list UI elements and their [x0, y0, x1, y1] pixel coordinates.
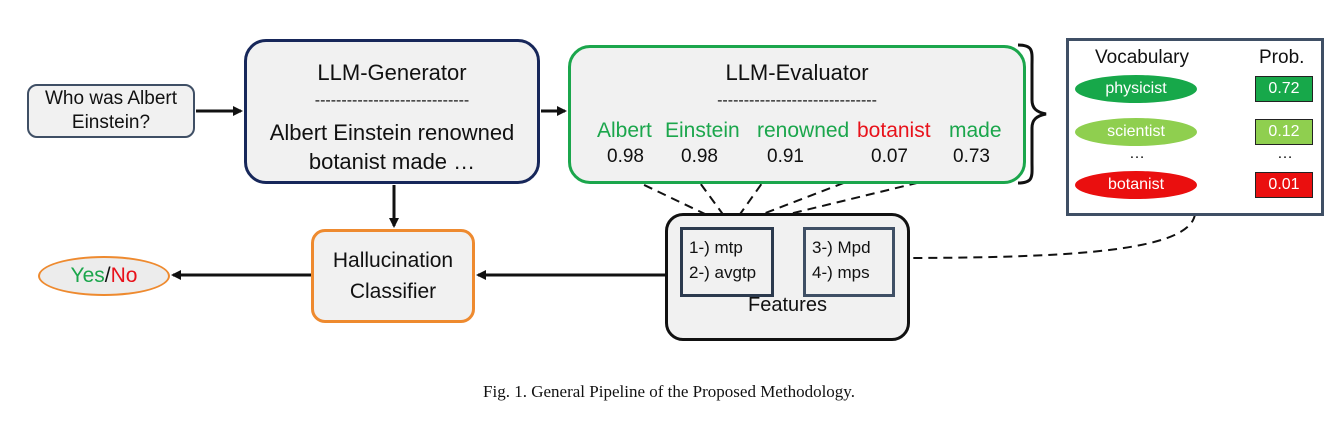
classifier-line1: Hallucination	[332, 249, 454, 272]
token-albert: Albert	[597, 119, 652, 142]
feature-group-vocab: 3-) Mpd 4-) mps	[803, 227, 895, 297]
vocab-word-physicist: physicist	[1075, 75, 1197, 103]
prob-made: 0.73	[953, 146, 990, 167]
vocab-word-botanist: botanist	[1075, 171, 1197, 199]
curly-brace	[1017, 43, 1047, 185]
feature-mpd: 3-) Mpd	[812, 238, 871, 257]
vocab-header-prob: Prob.	[1259, 47, 1305, 68]
generator-separator: -----------------------------	[314, 92, 470, 109]
vocab-header-word: Vocabulary	[1095, 47, 1190, 68]
vocab-ellipsis-word: …	[1129, 145, 1145, 162]
vocab-prob-botanist: 0.01	[1255, 172, 1313, 198]
feature-group-token-prob: 1-) mtp 2-) avgtp	[680, 227, 774, 297]
llm-evaluator-box: LLM-Evaluator --------------------------…	[568, 45, 1026, 184]
figure-caption: Fig. 1. General Pipeline of the Proposed…	[483, 382, 855, 401]
classifier-line2: Classifier	[349, 280, 437, 303]
feature-avgtp: 2-) avgtp	[689, 263, 757, 282]
question-text: Who was Albert Einstein?	[45, 88, 177, 133]
prob-botanist: 0.07	[871, 146, 908, 167]
token-einstein: Einstein	[665, 119, 740, 142]
generator-output: Albert Einstein renowned botanist made …	[269, 120, 515, 174]
answer-ellipse: Yes / No	[38, 256, 170, 296]
vocabulary-panel: Vocabulary Prob. physicist 0.72 scientis…	[1066, 38, 1324, 216]
llm-generator-box: LLM-Generator --------------------------…	[244, 39, 540, 184]
token-made: made	[949, 119, 1002, 142]
evaluator-separator: ------------------------------	[717, 92, 877, 109]
vocab-ellipsis-prob: …	[1277, 145, 1293, 162]
features-label: Features	[748, 294, 827, 316]
question-box: Who was Albert Einstein?	[27, 84, 195, 138]
evaluator-title: LLM-Evaluator	[725, 60, 869, 85]
vocab-prob-scientist: 0.12	[1255, 119, 1313, 145]
prob-renowned: 0.91	[767, 146, 804, 167]
generator-title: LLM-Generator	[317, 60, 467, 85]
features-box: 1-) mtp 2-) avgtp 3-) Mpd 4-) mps Featur…	[665, 213, 910, 341]
feature-mtp: 1-) mtp	[689, 238, 743, 257]
answer-slash: /	[104, 264, 111, 287]
prob-einstein: 0.98	[681, 146, 718, 167]
token-botanist: botanist	[857, 119, 931, 142]
vocab-prob-physicist: 0.72	[1255, 76, 1313, 102]
answer-no: No	[110, 264, 138, 287]
vocab-word-scientist: scientist	[1075, 118, 1197, 146]
prob-albert: 0.98	[607, 146, 644, 167]
hallucination-classifier-box: Hallucination Classifier	[311, 229, 475, 323]
feature-mps: 4-) mps	[812, 263, 870, 282]
answer-yes: Yes	[70, 264, 105, 287]
token-renowned: renowned	[757, 119, 850, 142]
